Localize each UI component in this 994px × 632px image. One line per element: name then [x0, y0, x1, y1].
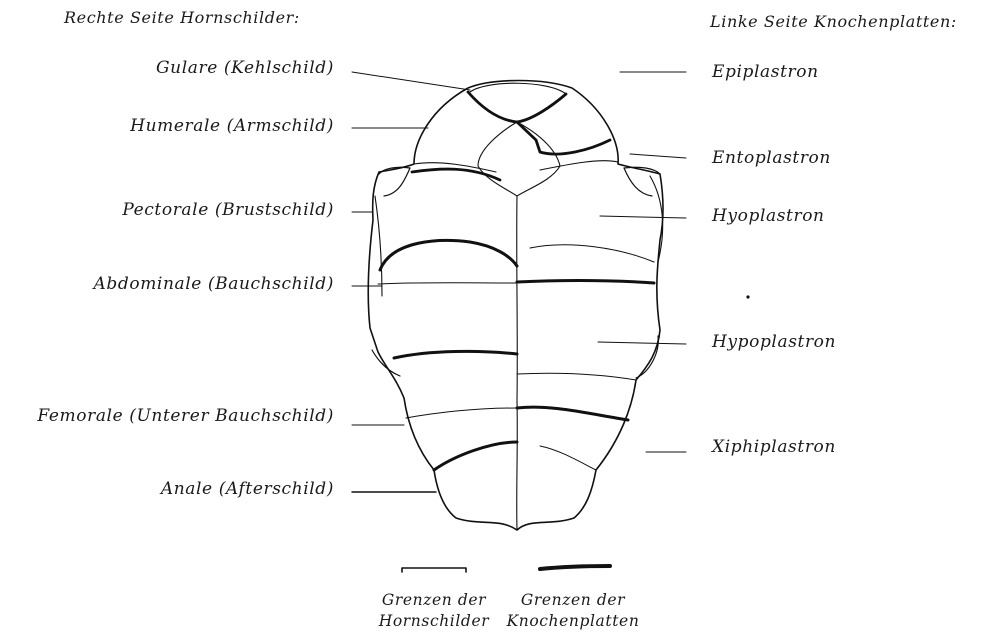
plastron-outline — [368, 81, 663, 531]
entoplastron-suture — [517, 122, 610, 154]
midline-suture — [517, 196, 518, 530]
hyo-hypo-suture-right — [517, 281, 654, 283]
legend-thick-line — [540, 566, 610, 569]
femoral-thin-groove-left — [406, 408, 517, 418]
legend-thin-line — [402, 568, 466, 572]
abdominal-thin-groove — [378, 283, 517, 284]
epiplastron-suture-left — [468, 92, 517, 122]
hyoplastron-suture-left — [412, 169, 500, 180]
humeral-thin-groove-right — [540, 161, 618, 170]
femoral-thin-groove-right — [517, 373, 636, 380]
right-inguinal-notch — [636, 336, 658, 378]
anal-suture-left — [434, 442, 517, 470]
leader-gulare — [352, 72, 470, 90]
right-axillary-notch — [624, 167, 660, 196]
gular-scute-groove — [470, 83, 566, 94]
stray-dot — [746, 295, 749, 298]
entoplastron-outline — [478, 122, 560, 196]
hypo-xiphi-suture-right — [517, 407, 628, 420]
pectoral-thin-groove — [530, 245, 654, 262]
leader-hypoplastron — [598, 342, 686, 344]
hyo-hypo-suture-left — [380, 240, 517, 270]
epiplastron-suture-right — [517, 94, 566, 122]
left-side-groove — [375, 196, 382, 296]
anal-thin-groove-right — [540, 446, 596, 470]
leader-entoplastron — [630, 154, 686, 158]
hypo-xiphi-suture-left — [394, 351, 517, 358]
right-side-groove — [650, 176, 663, 262]
leader-hyoplastron — [600, 216, 686, 218]
left-inguinal-notch — [372, 350, 400, 376]
